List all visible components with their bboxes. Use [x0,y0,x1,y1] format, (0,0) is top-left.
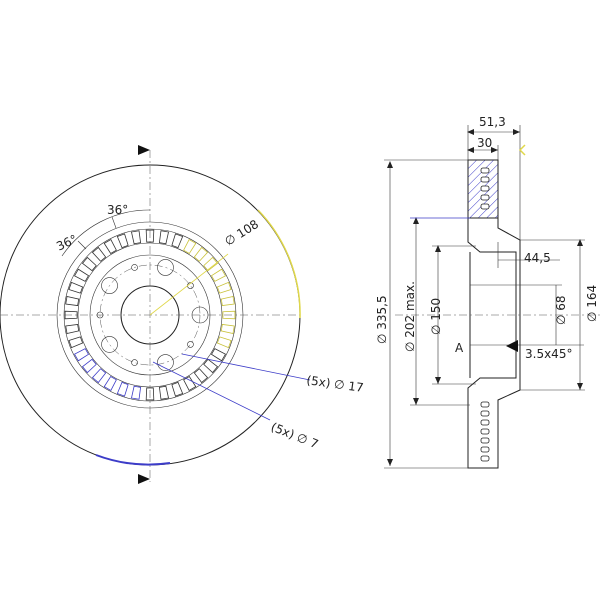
vent-slot [210,268,227,282]
vent-slot [81,256,97,272]
large-bolt-hole [101,277,118,294]
section-view: 51,3 30 44,5 3.5x45° ∅ 68 ∅ 164 ∅ 150 ∅ [375,115,600,469]
vent-hole [480,401,490,408]
vent-slot [158,385,169,400]
datum-arrow [506,340,518,352]
vent-hole [480,176,490,183]
angle-left-label: 36° [54,232,79,254]
lower-vents [480,401,490,462]
vent-slot [171,233,184,249]
vent-slot [68,281,84,294]
vent-slots [64,229,236,401]
outer-diameter-label: ∅ 335,5 [375,295,389,344]
vent-slot [183,238,197,255]
bolt-holes [96,259,209,371]
vent-slot [116,233,129,249]
large-bolt-hole [157,354,174,371]
section-arrow-top [138,145,150,155]
vent-slot [222,310,236,320]
vent-hole [480,203,490,210]
vent-slot [220,296,235,307]
hat-diameter-label: ∅ 164 [585,285,599,322]
vent-slot [183,375,197,392]
pcd-label: ∅ 150 [429,298,443,335]
vent-slot [171,381,184,397]
vent-slot [193,246,209,262]
vent-slot [103,375,117,392]
vent-slot [158,230,169,245]
hat-profile [467,218,521,469]
hub-diameter-leader [149,253,229,316]
vent-slot [145,229,155,243]
angle-leader-2 [77,240,87,250]
vent-slot [203,358,219,374]
holes-small-leader [152,361,271,421]
vent-hole [480,437,490,444]
vent-hole [480,194,490,201]
chamfer-label: 3.5x45° [525,347,572,361]
small-hole [96,311,104,319]
small-hole [131,264,138,271]
vent-slot [145,387,155,401]
holes-large-label: (5x) ∅ 17 [306,373,365,395]
vent-slot [81,358,97,374]
large-bolt-hole [191,306,209,324]
hub-diameter-label: ∅ 108 [222,217,261,249]
vent-hole [480,410,490,417]
disc-thickness-label: 30 [477,136,492,150]
upper-vents [480,167,490,210]
vent-hole [480,167,490,174]
vent-slot [64,310,78,320]
vent-hole [480,428,490,435]
datum-label: A [455,341,464,355]
vent-slot [65,296,80,307]
thickness-arrow-marker [518,144,526,156]
vent-slot [216,336,232,349]
angle-top-label: 36° [107,203,128,217]
hat-height-label: 44,5 [524,251,551,265]
small-hole [187,341,194,348]
vent-slot [131,385,142,400]
large-bolt-hole [157,259,174,276]
angle-arc [61,209,151,257]
overall-width-label: 51,3 [479,115,506,129]
angle-leader-1 [111,216,117,229]
vent-slot [91,368,107,384]
vent-slot [73,348,90,362]
vent-hole [480,185,490,192]
vent-slot [216,281,232,294]
vent-slot [116,381,129,397]
front-view: 36° 36° ∅ 108 (5x) ∅ 17 (5x) ∅ 7 [0,145,364,484]
rim-blue-arc [95,454,171,466]
large-bolt-hole [101,336,118,353]
bore-diameter-label: ∅ 68 [554,295,568,325]
vent-slot [193,368,209,384]
holes-small-label: (5x) ∅ 7 [269,420,320,452]
vent-slot [68,336,84,349]
vent-slot [203,256,219,272]
vent-slot [131,230,142,245]
vent-hole [480,419,490,426]
rim-yellow-arc [257,209,301,319]
vent-slot [65,323,80,334]
vent-slot [73,268,90,282]
small-hole [131,359,138,366]
friction-inner-label: ∅ 202 max. [403,281,417,352]
vent-hole [480,455,490,462]
vent-slot [103,238,117,255]
holes-large-leader [181,353,311,381]
vent-slot [91,246,107,262]
vent-slot [220,323,235,334]
section-arrow-bottom [138,474,150,484]
vent-slot [210,348,227,362]
vent-hole [480,446,490,453]
